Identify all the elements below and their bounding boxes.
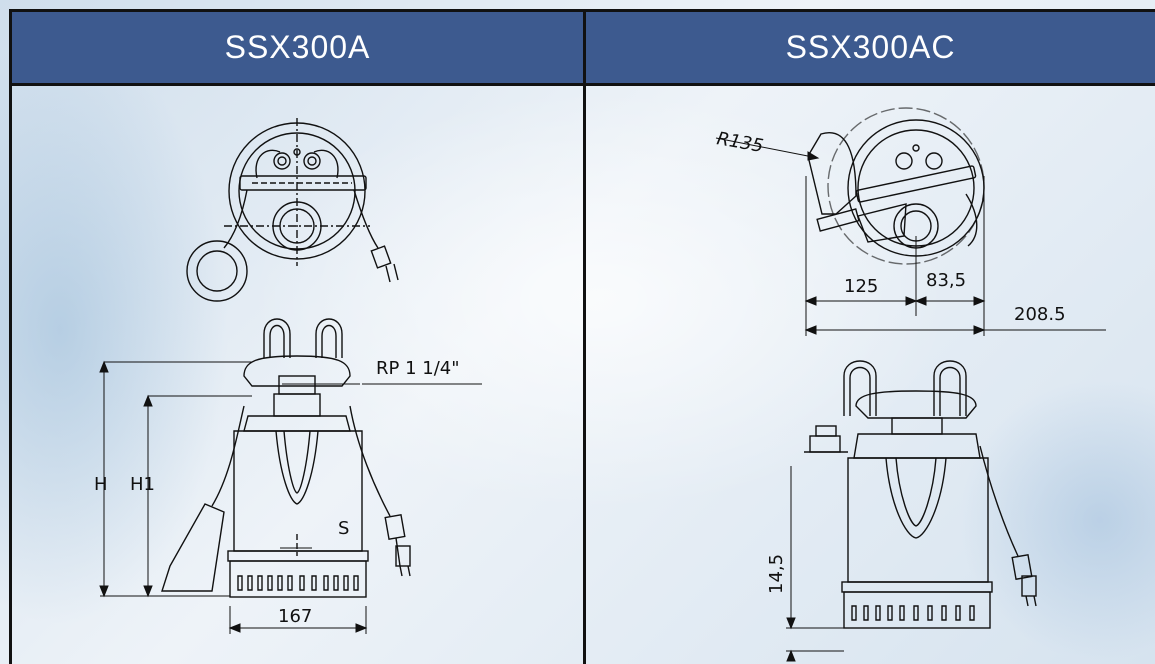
front-view <box>804 360 1037 629</box>
panel-ssx300ac: R135 125 83,5 208.5 <box>586 86 1155 664</box>
r135-label: R135 <box>715 128 765 157</box>
front-dimensions <box>99 360 482 634</box>
model-title-left: SSX300A <box>224 29 371 65</box>
ssx300a-drawing: RP 1 1/4" H H1 S 167 <box>94 118 482 634</box>
width-167-label: 167 <box>278 606 312 627</box>
top-view <box>186 118 399 302</box>
h1-label: H1 <box>130 474 155 495</box>
top-view <box>807 107 985 265</box>
front-view <box>161 318 411 598</box>
top-dimensions <box>715 137 1106 336</box>
model-title-right: SSX300AC <box>785 29 956 65</box>
header-ssx300a: SSX300A <box>12 12 583 86</box>
dim-125-label: 125 <box>844 276 878 297</box>
h-label: H <box>94 474 108 495</box>
s-label: S <box>338 518 349 539</box>
front-dimensions <box>786 466 844 662</box>
dim-83-label: 83,5 <box>926 270 966 291</box>
rp-label: RP 1 1/4" <box>376 358 460 379</box>
panel-ssx300a: RP 1 1/4" H H1 S 167 <box>12 86 583 664</box>
dim-208-label: 208.5 <box>1014 304 1066 325</box>
table-frame <box>9 9 1155 664</box>
column-divider <box>583 9 586 664</box>
header-ssx300ac: SSX300AC <box>586 12 1155 86</box>
dim-14-label: 14,5 <box>766 554 787 594</box>
ssx300ac-drawing: R135 125 83,5 208.5 <box>715 107 1106 662</box>
